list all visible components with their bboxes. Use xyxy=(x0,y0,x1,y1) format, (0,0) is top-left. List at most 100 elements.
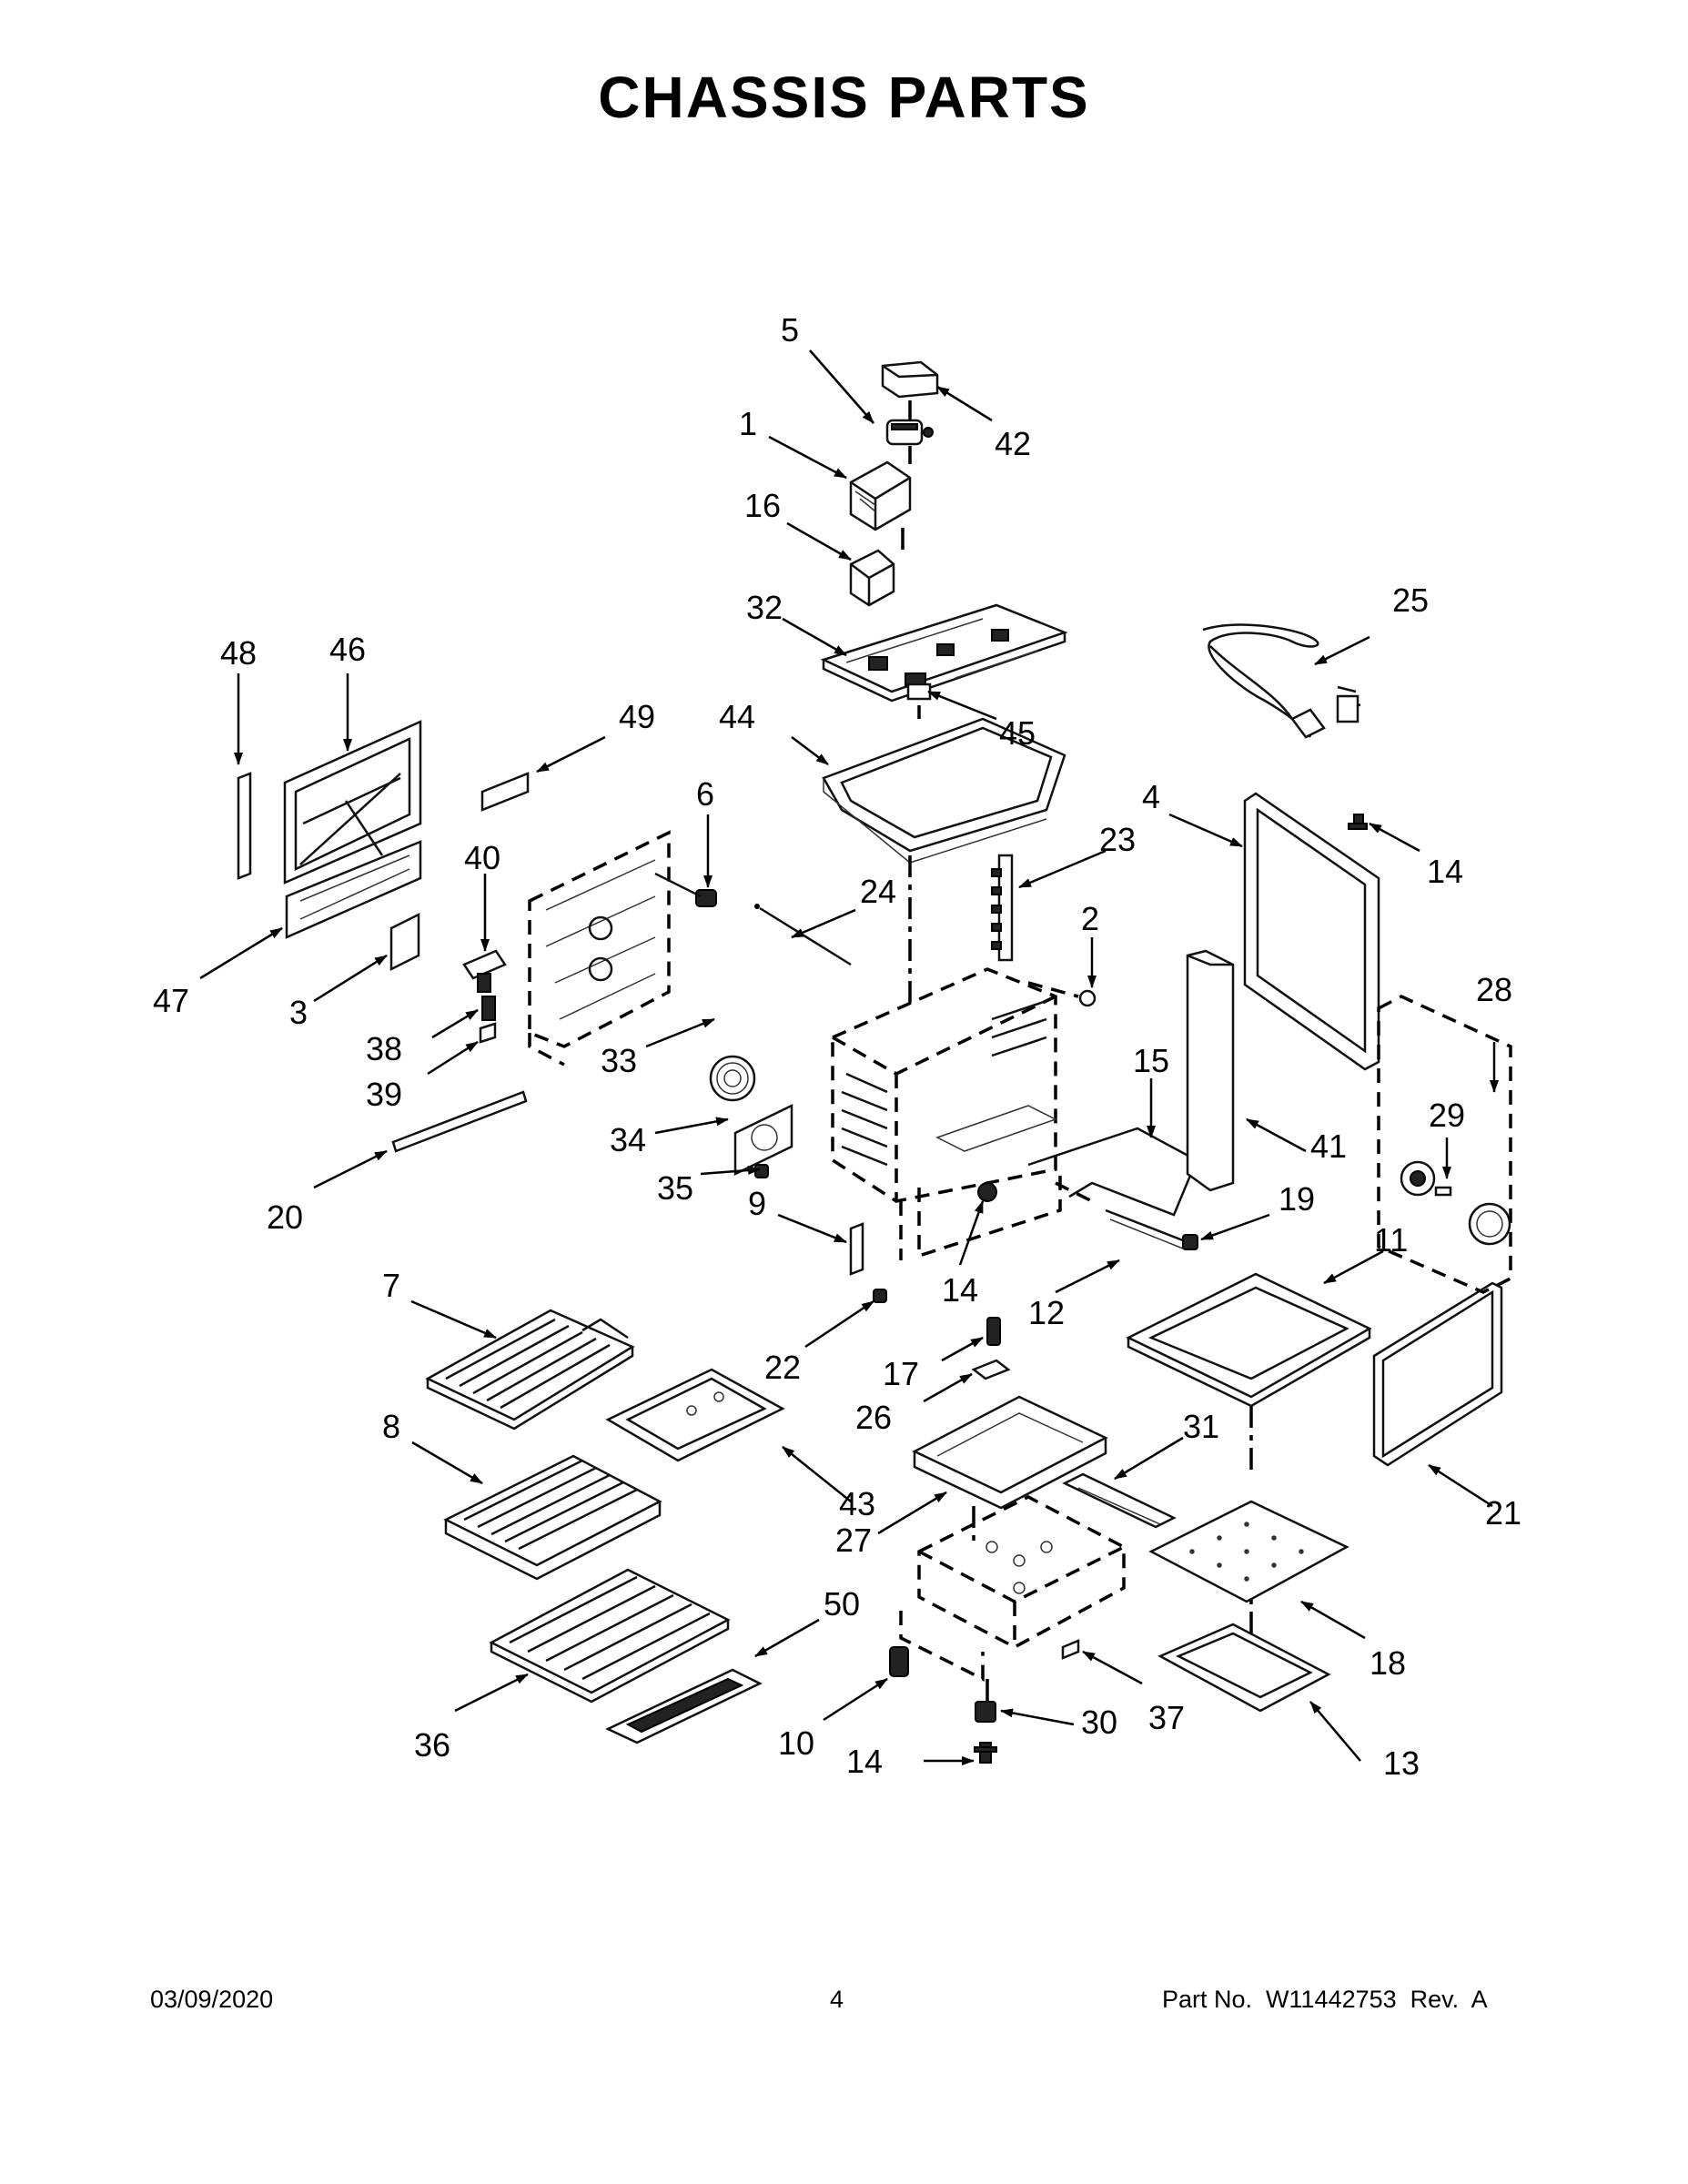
callout-13: 13 xyxy=(1383,1744,1420,1782)
callout-39: 39 xyxy=(366,1076,402,1113)
door-gasket-part-21 xyxy=(1372,1281,1503,1467)
footer-part-number: Part No. W11442753 Rev. A xyxy=(1162,1986,1488,2013)
page-title: CHASSIS PARTS xyxy=(598,65,1090,130)
callout-11: 11 xyxy=(1374,1221,1408,1259)
wire-part-24 xyxy=(759,906,852,966)
callout-30: 30 xyxy=(1081,1704,1117,1741)
callout-40: 40 xyxy=(464,839,500,876)
callout-32: 32 xyxy=(746,589,783,626)
callout-5: 5 xyxy=(781,311,799,349)
screw-part-14-middle xyxy=(977,1182,997,1202)
callout-1: 1 xyxy=(739,405,757,442)
power-cord-part-25 xyxy=(1202,623,1361,739)
callout-14-bottom: 14 xyxy=(846,1743,883,1780)
callout-19: 19 xyxy=(1279,1180,1315,1218)
rod-part-20 xyxy=(391,1090,528,1153)
panel-part-41 xyxy=(1186,949,1235,1192)
top-plate-part-32 xyxy=(820,603,1068,703)
callout-14-middle: 14 xyxy=(942,1271,978,1309)
callout-3: 3 xyxy=(289,994,308,1031)
knob-kit-part-28 xyxy=(1377,995,1512,1294)
side-panel-left xyxy=(528,830,671,1067)
panel-part-49 xyxy=(480,772,530,812)
callout-49: 49 xyxy=(619,698,655,735)
screw-part-22 xyxy=(873,1289,887,1303)
screw-part-2 xyxy=(1027,981,1097,1007)
bracket-part-40 xyxy=(462,949,507,993)
panel-part-18 xyxy=(1148,1500,1349,1603)
callout-10: 10 xyxy=(778,1724,814,1762)
callout-41: 41 xyxy=(1310,1127,1347,1165)
bracket-part-3 xyxy=(389,912,420,972)
callout-15: 15 xyxy=(1133,1042,1169,1079)
drip-pan-part-50 xyxy=(605,1668,763,1744)
broil-pan-part-43 xyxy=(605,1368,785,1462)
callout-27: 27 xyxy=(835,1522,872,1559)
callout-47: 47 xyxy=(153,982,189,1019)
footer-page-number: 4 xyxy=(830,1986,844,2013)
sensor-part-12 xyxy=(1105,1208,1188,1249)
broiler-frame-part-46 xyxy=(283,720,422,885)
top-bracket-part-42 xyxy=(881,360,939,399)
callout-46: 46 xyxy=(329,631,366,668)
callout-31: 31 xyxy=(1183,1408,1219,1445)
drawer-front-part-27 xyxy=(912,1395,1108,1510)
callout-17: 17 xyxy=(883,1355,919,1392)
callout-labels: 5 42 1 16 32 45 44 25 48 46 49 4 14 6 23… xyxy=(153,311,1521,1782)
door-frame-part-4 xyxy=(1243,792,1380,1071)
drawer-rail-part-31 xyxy=(1062,1472,1177,1529)
callout-7: 7 xyxy=(382,1267,400,1304)
drawer-pan-part-13 xyxy=(1157,1623,1331,1713)
clip-part-37 xyxy=(1061,1639,1080,1660)
callout-8: 8 xyxy=(382,1408,400,1445)
fan-motor-part-34 xyxy=(733,1104,793,1176)
clip-part-45 xyxy=(906,682,932,701)
callout-38: 38 xyxy=(366,1030,402,1067)
callout-26: 26 xyxy=(855,1399,892,1436)
callout-2: 2 xyxy=(1081,900,1099,937)
callout-35: 35 xyxy=(657,1169,693,1207)
callout-37: 37 xyxy=(1148,1699,1185,1736)
frame-part-47 xyxy=(285,840,422,939)
roll-out-rack-part-36 xyxy=(489,1568,731,1704)
vent-cover-part-1 xyxy=(849,460,912,531)
bottom-tray-part-11 xyxy=(1126,1272,1372,1408)
callout-45: 45 xyxy=(999,714,1036,752)
leader-lines xyxy=(199,349,1499,1765)
clamp-part-6 xyxy=(654,872,717,907)
callout-6: 6 xyxy=(696,775,714,813)
callout-23: 23 xyxy=(1099,821,1136,858)
duct-part-16 xyxy=(849,549,895,607)
screw-part-14-right xyxy=(1348,814,1368,830)
oven-cavity-assembly xyxy=(831,967,1062,1260)
motor-mount-part-35 xyxy=(754,1164,769,1178)
screw-part-17 xyxy=(986,1317,1001,1346)
callout-21: 21 xyxy=(1485,1494,1521,1532)
bracket-part-30 xyxy=(975,1701,996,1723)
callout-9: 9 xyxy=(748,1185,766,1222)
callout-44: 44 xyxy=(719,698,755,735)
tray-part-44 xyxy=(822,717,1066,864)
callout-42: 42 xyxy=(995,425,1031,462)
assembly-axis-top xyxy=(901,400,921,1006)
callout-12: 12 xyxy=(1028,1294,1065,1331)
callout-25: 25 xyxy=(1392,581,1429,619)
callout-43: 43 xyxy=(839,1485,875,1522)
motor-part-5 xyxy=(885,419,934,446)
bake-element-part-15 xyxy=(1027,1127,1198,1217)
leveling-leg-part-10 xyxy=(889,1646,909,1677)
callout-28: 28 xyxy=(1476,971,1512,1008)
callout-18: 18 xyxy=(1370,1644,1406,1682)
callout-20: 20 xyxy=(267,1198,303,1236)
callout-34: 34 xyxy=(610,1121,646,1158)
callout-50: 50 xyxy=(824,1585,860,1623)
plate-part-26 xyxy=(971,1359,1011,1380)
footer-date: 03/09/2020 xyxy=(150,1986,274,2013)
oven-rack-part-7 xyxy=(425,1309,635,1431)
convection-fan-part-33 xyxy=(709,1055,756,1102)
terminal-block-part-23 xyxy=(991,854,1014,962)
gasket-part-48 xyxy=(237,772,252,880)
callout-29: 29 xyxy=(1429,1097,1465,1134)
callout-22: 22 xyxy=(764,1349,801,1386)
